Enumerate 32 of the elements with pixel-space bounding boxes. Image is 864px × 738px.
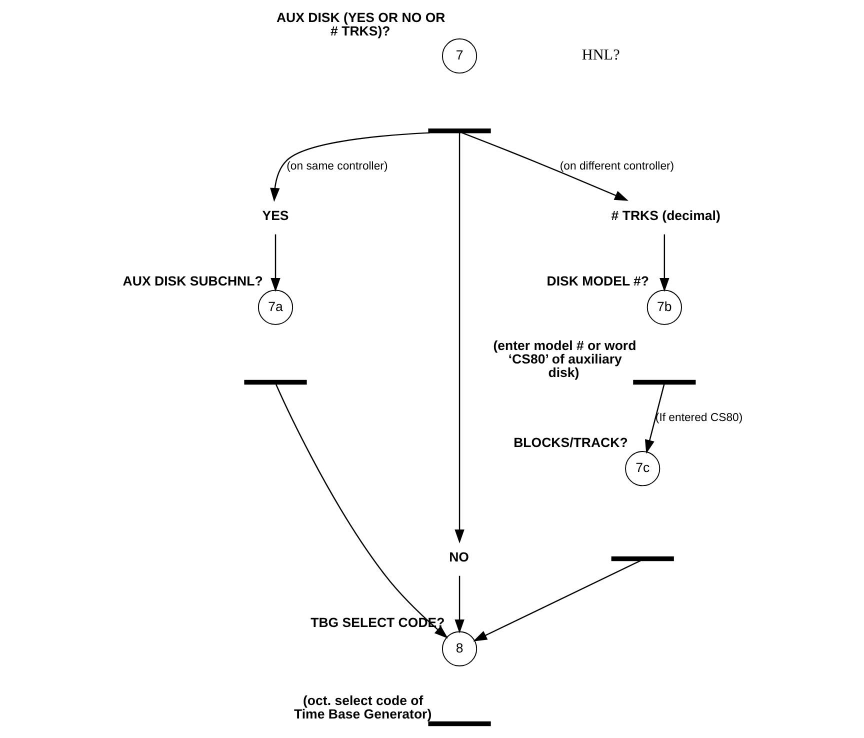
node-text: YES (262, 208, 288, 223)
node-text: NO (448, 549, 469, 564)
edge-label: (If entered CS80) (654, 412, 742, 424)
node-bar (428, 721, 490, 726)
node-circle: 8 (441, 631, 477, 666)
node-label: BLOCKS/TRACK? (513, 434, 628, 450)
node-text: # TRKS (decimal) (610, 208, 720, 223)
arrow (270, 234, 280, 292)
edge-label: (on different controller) (559, 160, 674, 172)
node-bar (632, 380, 696, 385)
node-bar (610, 556, 674, 562)
node-circle: 7c (624, 451, 660, 486)
node-circle: 7 (441, 38, 477, 74)
node-label: AUX DISK (YES OR NO OR # TRKS)? (276, 10, 445, 38)
node-label: DISK MODEL #? (546, 274, 649, 289)
node-circle: 7b (646, 290, 682, 325)
node-label: AUX DISK SUBCHNL? (122, 274, 262, 289)
node-bar (244, 380, 306, 385)
label: HNL? (581, 46, 620, 64)
node-circle: 7a (257, 290, 293, 325)
arrow (275, 384, 448, 639)
arrow (454, 133, 464, 544)
node-label: (enter model # or word ‘CS80’ of auxiliary disk) (492, 338, 636, 380)
edge-label: (on same controller) (286, 160, 388, 172)
arrow (270, 132, 430, 202)
node-bar (428, 128, 490, 134)
arrow (472, 560, 640, 642)
node-label: (oct. select code of Time Base Generator) (294, 692, 432, 722)
arrow (454, 576, 464, 634)
arrow (659, 234, 669, 292)
arrow (644, 384, 664, 454)
arrow (461, 132, 628, 201)
